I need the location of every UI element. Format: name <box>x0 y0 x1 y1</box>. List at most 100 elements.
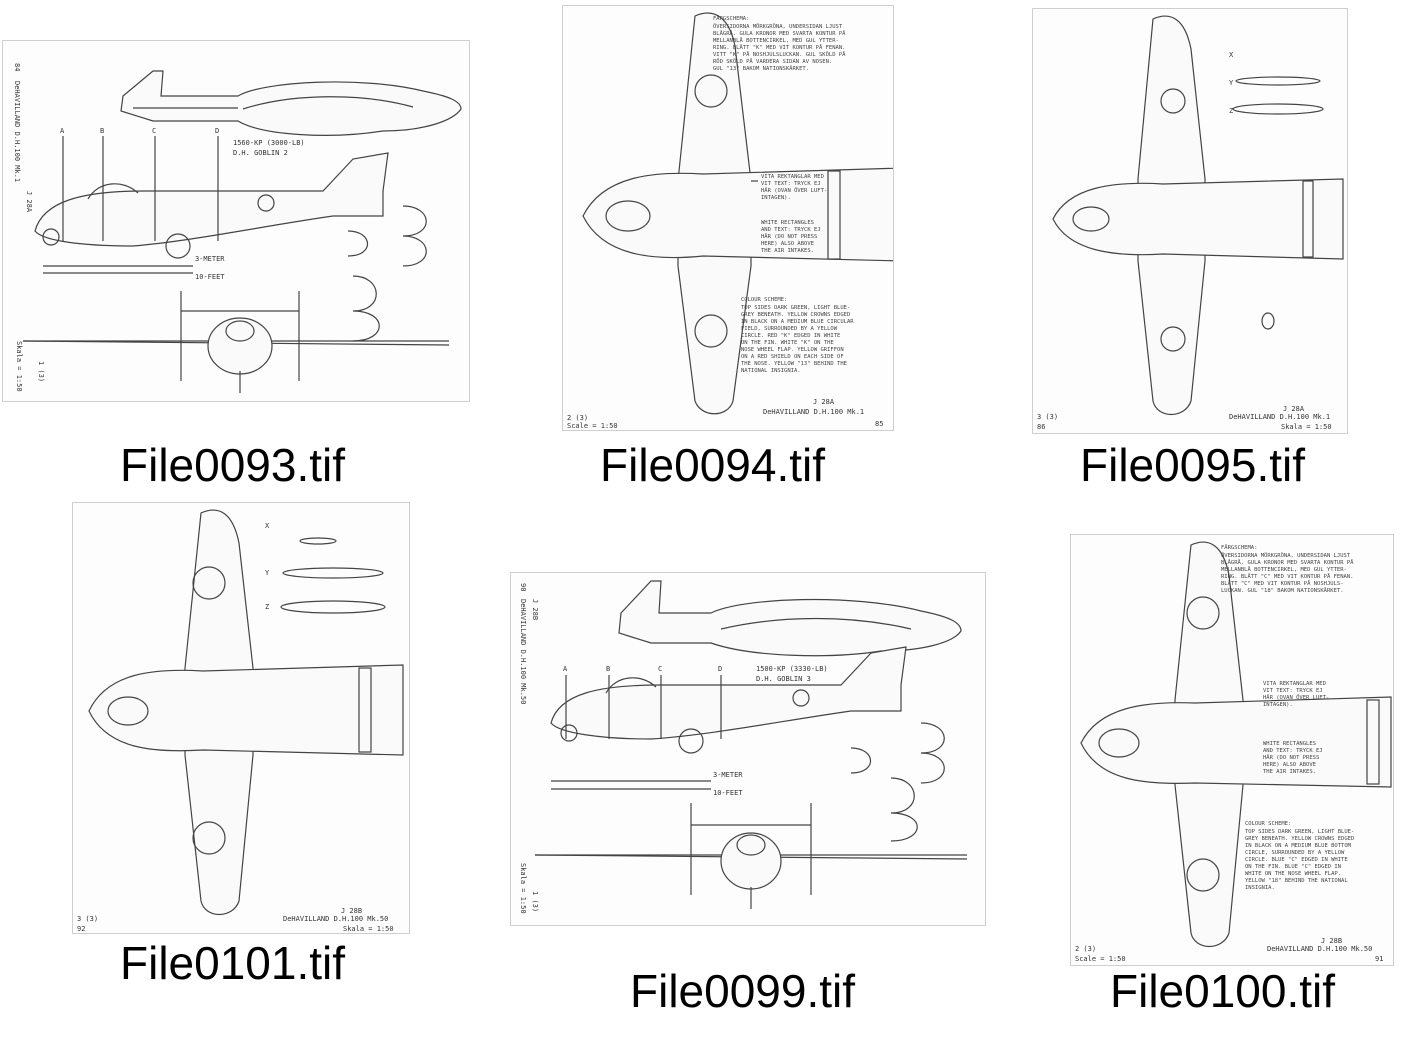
colour-title: COLOUR SCHEME: <box>1245 821 1291 827</box>
section-a: A <box>563 665 568 673</box>
note-line: RING. BLÅTT "K" MED VIT KONTUR PÅ FENAN. <box>713 44 845 51</box>
colour-line: YELLOW "18" BEHIND THE NATIONAL <box>1245 878 1348 884</box>
note-line: MELLANBLÅ BOTTENCIRKEL, MED GUL YTTER- <box>713 37 839 44</box>
drawing-plan-under-0101: X Y Z J 28B DeHAVILLAND D.H.100 Mk.50 3 … <box>77 509 404 933</box>
colour-line: GREY BENEATH. YELLOW CROWNS EDGED <box>1245 836 1354 842</box>
feet-label: 10-FEET <box>713 789 743 797</box>
colour-line: IN BLACK ON A MEDIUM BLUE BOTTOM <box>1245 843 1352 849</box>
page-number: 92 <box>77 925 85 933</box>
sheet-label: 3 (3) <box>77 915 98 923</box>
sheet-label: 2 (3) <box>1075 945 1096 953</box>
sheet-label: 3 (3) <box>1037 413 1058 421</box>
sheet-label: 1 (3) <box>37 361 45 382</box>
box1-line: HÄR (OVAN ÖVER LUFT- <box>761 187 827 194</box>
thumbnail-file0093[interactable]: 84 DeHAVILLAND D.H.100 Mk.1 J 28A 1560-K… <box>2 40 470 402</box>
note-line: ÖVERSIDORNA MÖRKGRÖNA, UNDERSIDAN LJUST <box>713 23 843 30</box>
note-line: BLÅGRÅ. GULA KRONOR MED SVARTA KONTUR PÅ <box>713 30 846 37</box>
station-y: Y <box>265 569 270 577</box>
box2-line: THE AIR INTAKES. <box>761 248 814 254</box>
note-line: MELLANBLÅ BOTTENCIRKEL, MED GUL YTTER- <box>1221 566 1347 573</box>
box2-line: WHITE RECTANGLES <box>761 220 814 226</box>
file-caption-0101: File0101.tif <box>120 937 346 989</box>
page-number: 86 <box>1037 423 1045 431</box>
station-z: Z <box>1229 107 1233 115</box>
sheet-label: 2 (3) <box>567 414 588 422</box>
note-line: VITT "K" PÅ NOSHJULSLUCKAN. GUL SKÖLD PÅ <box>713 51 846 58</box>
drawing-plan-under-0095: X Y Z J 28A DeHAVILLAND D.H.100 Mk.1 3 (… <box>1037 15 1344 431</box>
drawing-plan-view-0094: FÄRGSCHEMA: ÖVERSIDORNA MÖRKGRÖNA, UNDER… <box>567 12 893 430</box>
colour-line: TOP SIDES DARK GREEN, LIGHT BLUE- <box>741 305 850 311</box>
drawing-side-view-0093: 84 DeHAVILLAND D.H.100 Mk.1 J 28A 1560-K… <box>13 63 462 393</box>
note-line: GUL "13" BAKOM NATIONSKÄRKET. <box>713 65 809 72</box>
model-label: DeHAVILLAND D.H.100 Mk.50 <box>1267 945 1372 953</box>
colour-line: NATIONAL INSIGNIA. <box>741 368 801 374</box>
engine-label: 1560-KP (3000-LB) <box>233 139 305 147</box>
box1-line: VITA REKTANGLAR MED <box>1263 681 1326 687</box>
file-tile-0095[interactable]: X Y Z J 28A DeHAVILLAND D.H.100 Mk.1 3 (… <box>960 0 1428 500</box>
scale-label: Scale = 1:50 <box>1075 955 1126 963</box>
variant-label: J 28A <box>1283 405 1305 413</box>
colour-line: INSIGNIA. <box>1245 885 1275 891</box>
section-b: B <box>606 665 610 673</box>
variant-label: J 28A <box>25 191 33 213</box>
box1-line: VIT TEXT: TRYCK EJ <box>1263 688 1323 694</box>
box2-line: THE AIR INTAKES. <box>1263 769 1316 775</box>
colour-line: ON A RED SHIELD ON EACH SIDE OF <box>741 354 844 360</box>
colour-line: ON THE FIN. WHITE "K" ON THE <box>741 340 834 346</box>
model-label: DeHAVILLAND D.H.100 Mk.50 <box>283 915 388 923</box>
colour-line: WHITE ON THE NOSE WHEEL FLAP. <box>1245 871 1341 877</box>
section-d: D <box>718 665 722 673</box>
thumbnail-file0099[interactable]: 90 DeHAVILLAND D.H.100 Mk.50 J 28B 1500-… <box>510 572 986 926</box>
thumbnail-file0095[interactable]: X Y Z J 28A DeHAVILLAND D.H.100 Mk.1 3 (… <box>1032 8 1348 434</box>
file-tile-0093[interactable]: 84 DeHAVILLAND D.H.100 Mk.1 J 28A 1560-K… <box>0 0 480 500</box>
station-x: X <box>1229 51 1234 59</box>
colour-line: CIRCLE. RED "K" EDGED IN WHITE <box>741 333 840 339</box>
page-number: 91 <box>1375 955 1383 963</box>
thumbnail-file0100[interactable]: FÄRGSCHEMA: ÖVERSIDORNA MÖRKGRÖNA, UNDER… <box>1070 534 1394 966</box>
colour-line: NOSE WHEEL FLAP. YELLOW GRIFFON <box>741 347 844 353</box>
scale-label: Skala = 1:50 <box>343 925 394 933</box>
scale-label: Skala = 1:50 <box>15 341 23 392</box>
note-line: ÖVERSIDORNA MÖRKGRÖNA, UNDERSIDAN LJUST <box>1221 552 1351 559</box>
colour-line: GREY BENEATH. YELLOW CROWNS EDGED <box>741 312 850 318</box>
section-d: D <box>215 127 219 135</box>
feet-label: 10-FEET <box>195 273 225 281</box>
station-y: Y <box>1229 79 1234 87</box>
box1-line: INTAGEN). <box>761 195 791 201</box>
engine-label: 1500-KP (3330-LB) <box>756 665 828 673</box>
file-tile-0100[interactable]: FÄRGSCHEMA: ÖVERSIDORNA MÖRKGRÖNA, UNDER… <box>1000 500 1428 1048</box>
box2-line: AND TEXT: TRYCK EJ <box>1263 748 1323 754</box>
variant-label: J 28B <box>1321 937 1342 945</box>
model-label: DeHAVILLAND D.H.100 Mk.1 <box>13 81 21 182</box>
file-tile-0099[interactable]: 90 DeHAVILLAND D.H.100 Mk.50 J 28B 1500-… <box>480 500 1000 1048</box>
notes-title: FÄRGSCHEMA: <box>1221 544 1257 551</box>
thumbnail-file0101[interactable]: X Y Z J 28B DeHAVILLAND D.H.100 Mk.50 3 … <box>72 502 410 934</box>
engine2-label: D.H. GOBLIN 3 <box>756 675 811 683</box>
colour-line: THE NOSE. YELLOW "13" BEHIND THE <box>741 361 847 367</box>
note-line: LUCKAN. GUL "18" BAKOM NATIONSKÄRKET. <box>1221 587 1344 594</box>
page-number: 90 <box>519 583 527 591</box>
note-line: RING. BLÅTT "C" MED VIT KONTUR PÅ FENAN. <box>1221 573 1353 580</box>
box1-line: INTAGEN). <box>1263 702 1293 708</box>
file-caption-0094: File0094.tif <box>600 439 826 491</box>
colour-title: COLOUR SCHEME: <box>741 297 787 303</box>
variant-label: J 28B <box>341 907 362 915</box>
file-tile-0101[interactable]: X Y Z J 28B DeHAVILLAND D.H.100 Mk.50 3 … <box>0 500 480 1048</box>
file-tile-0094[interactable]: FÄRGSCHEMA: ÖVERSIDORNA MÖRKGRÖNA, UNDER… <box>480 0 960 500</box>
thumbnail-file0094[interactable]: FÄRGSCHEMA: ÖVERSIDORNA MÖRKGRÖNA, UNDER… <box>562 5 894 431</box>
variant-label: J 28A <box>813 398 835 406</box>
section-a: A <box>60 127 65 135</box>
engine2-label: D.H. GOBLIN 2 <box>233 149 288 157</box>
drawing-side-view-0099: 90 DeHAVILLAND D.H.100 Mk.50 J 28B 1500-… <box>519 580 968 914</box>
box2-line: HÄR (DO NOT PRESS <box>1263 754 1319 761</box>
scale-label: Skala = 1:50 <box>1281 423 1332 431</box>
file-caption-0093: File0093.tif <box>120 439 346 491</box>
note-line: RÖD SKÖLD PÅ VARDERA SIDAN AV NOSEN. <box>713 58 832 65</box>
scale-label: Scale = 1:50 <box>567 422 618 430</box>
box2-line: HÄR (DO NOT PRESS <box>761 233 817 240</box>
model-label: DeHAVILLAND D.H.100 Mk.50 <box>519 599 527 704</box>
box1-line: VITA REKTANGLAR MED <box>761 174 824 180</box>
drawing-plan-notes-0100: FÄRGSCHEMA: ÖVERSIDORNA MÖRKGRÖNA, UNDER… <box>1075 541 1392 963</box>
page-number: 85 <box>875 420 883 428</box>
station-x: X <box>265 522 270 530</box>
